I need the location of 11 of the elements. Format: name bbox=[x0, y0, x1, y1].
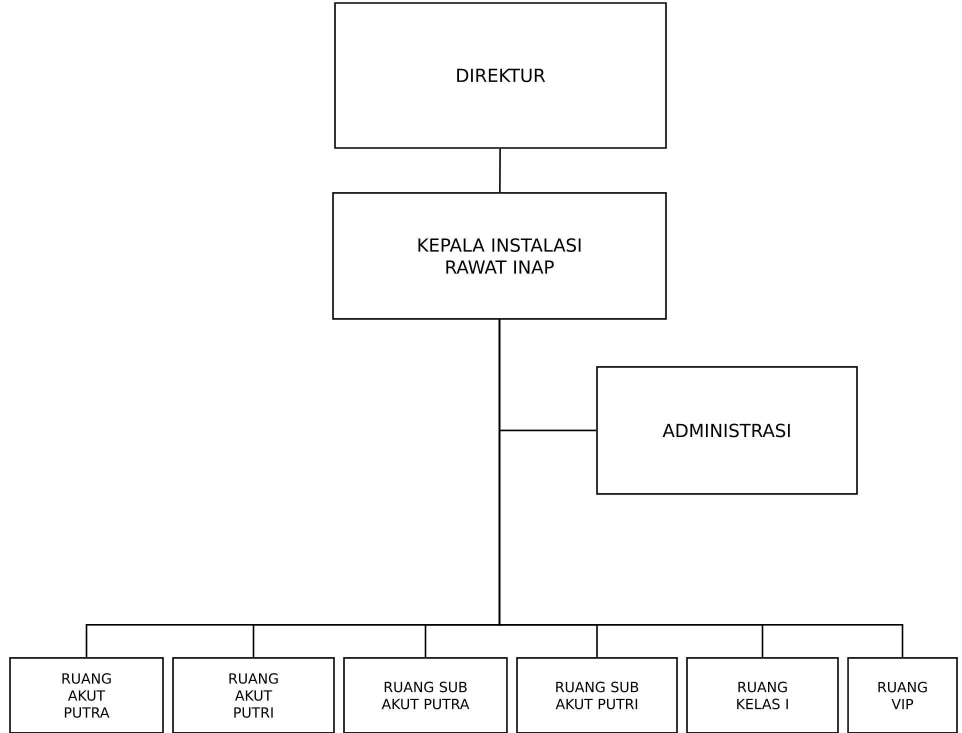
connector-line bbox=[499, 148, 501, 192]
box: RUANG AKUT PUTRA bbox=[9, 657, 164, 733]
box: RUANG VIP bbox=[847, 657, 958, 733]
connector-line bbox=[498, 320, 904, 658]
box: KEPALA INSTALASI RAWAT INAP bbox=[332, 192, 667, 320]
box: RUANG SUB AKUT PUTRI bbox=[516, 657, 678, 733]
box: RUANG AKUT PUTRI bbox=[172, 657, 335, 733]
box: RUANG SUB AKUT PUTRA bbox=[343, 657, 508, 733]
box: ADMINISTRASI bbox=[596, 366, 858, 495]
box: RUANG KELAS I bbox=[686, 657, 839, 733]
box: DIREKTUR bbox=[334, 2, 667, 149]
